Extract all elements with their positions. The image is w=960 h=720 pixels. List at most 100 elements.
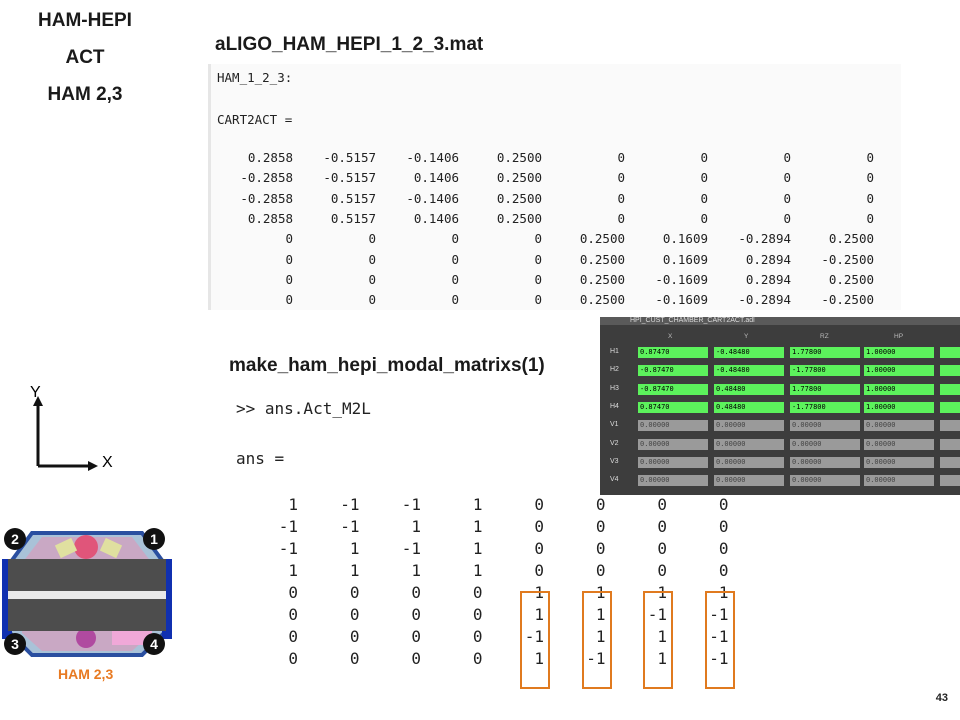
matrix-cell: 1 <box>411 517 421 536</box>
epics-value-field[interactable]: 0.00000 <box>864 475 934 487</box>
matrix-cell: 0 <box>595 495 606 514</box>
matrix-cell: 0 <box>349 649 360 668</box>
epics-value-field[interactable]: 0.87470 <box>638 401 708 413</box>
epics-value-field[interactable]: 1.77800 <box>790 383 860 395</box>
matrix-cell: 0 <box>866 150 874 165</box>
epics-value-field[interactable]: 1.00000 <box>864 365 934 377</box>
epics-value-field[interactable]: 0.00000 <box>714 420 784 432</box>
epics-value-field[interactable]: -0.87470 <box>638 365 708 377</box>
matrix-cell: 0 <box>411 583 421 602</box>
matrix-cell: -1 <box>340 517 360 536</box>
epics-value-field-clipped[interactable] <box>940 456 960 468</box>
matrix-cell: -1 <box>709 605 729 624</box>
matrix-cell: 0 <box>451 231 459 247</box>
matrix-cell: 0.2500 <box>828 231 874 247</box>
matrix-cell: 0 <box>657 561 667 580</box>
epics-value-field[interactable]: -0.48480 <box>714 365 784 377</box>
epics-value-field[interactable]: 0.48480 <box>714 383 784 395</box>
matrix-cell: 1 <box>534 649 544 668</box>
matrix-cell: 1 <box>472 495 483 514</box>
epics-value-field[interactable]: 0.00000 <box>790 456 860 468</box>
matrix-cell: 0 <box>700 210 708 226</box>
matrix-cell: -0.2894 <box>738 292 791 308</box>
matrix-cell: 0 <box>411 627 421 646</box>
epics-value-field[interactable]: -1.77800 <box>790 365 860 377</box>
epics-value-field[interactable]: 0.00000 <box>864 456 934 468</box>
chamber-label: HAM 2,3 <box>58 666 114 682</box>
matrix-cell: 0 <box>700 150 708 165</box>
epics-value-field-clipped[interactable] <box>940 420 960 432</box>
epics-value-field[interactable]: 0.00000 <box>638 438 708 450</box>
matrix-cell: 0 <box>534 561 544 580</box>
matrix-cell: 1 <box>472 517 483 536</box>
matrix-cell: 0 <box>472 627 483 646</box>
epics-value-field-clipped[interactable] <box>940 365 960 377</box>
epics-value-field[interactable]: 1.00000 <box>864 383 934 395</box>
epics-value-field-clipped[interactable] <box>940 475 960 487</box>
epics-value-field[interactable]: 0.00000 <box>790 420 860 432</box>
epics-value-field[interactable]: -0.87470 <box>638 383 708 395</box>
epics-value-field-clipped[interactable] <box>940 438 960 450</box>
epics-value-field[interactable]: 0.00000 <box>790 438 860 450</box>
epics-value-field[interactable]: 0.00000 <box>638 456 708 468</box>
matrix-cell: 0 <box>534 271 542 287</box>
matrix-cell: -0.5157 <box>323 170 376 186</box>
ham-chamber-diagram: 2 1 3 4 <box>2 523 172 663</box>
matrix-cell: 0 <box>411 649 421 668</box>
epics-value-field-clipped[interactable] <box>940 347 960 358</box>
epics-value-field[interactable]: 0.87470 <box>638 347 708 358</box>
matrix-cell: -0.2894 <box>738 231 791 247</box>
matrix-cell: 0 <box>534 231 542 247</box>
matrix-cell: 0.2500 <box>828 271 874 287</box>
matrix-cell: 0.1406 <box>413 210 459 226</box>
matrix-cell: 0 <box>657 495 667 514</box>
epics-value-field-clipped[interactable] <box>940 383 960 395</box>
epics-value-field[interactable]: 0.00000 <box>638 475 708 487</box>
epics-value-field[interactable]: 1.00000 <box>864 347 934 358</box>
title-line: ACT <box>65 47 105 68</box>
matrix-cell: 0.2500 <box>579 251 625 267</box>
epics-value-field[interactable]: -1.77800 <box>790 401 860 413</box>
matrix-cell: 0 <box>718 495 729 514</box>
epics-value-field[interactable]: 0.00000 <box>638 420 708 432</box>
matrix-cell: 0.2500 <box>496 150 542 165</box>
matrix-cell: 0 <box>617 210 625 226</box>
title-line: HAM 2,3 <box>47 84 123 105</box>
matrix-cell: -1 <box>647 605 667 624</box>
epics-value-field[interactable]: 1.77800 <box>790 347 860 358</box>
matrix-cell: 0 <box>595 517 606 536</box>
epics-row-label: H1 <box>610 348 619 355</box>
matrix-cell: 0 <box>451 251 459 267</box>
matrix-cell: 0 <box>534 292 542 308</box>
column-highlight-box <box>520 591 550 689</box>
epics-value-field[interactable]: 0.00000 <box>790 475 860 487</box>
epics-value-field[interactable]: -0.48480 <box>714 347 784 358</box>
epics-value-field[interactable]: 0.00000 <box>714 475 784 487</box>
matrix-cell: -1 <box>278 517 298 536</box>
matrix-cell: 0.1406 <box>413 170 459 186</box>
epics-value-field-clipped[interactable] <box>940 401 960 413</box>
epics-value-field[interactable]: 0.00000 <box>714 456 784 468</box>
matrix-cell: 0 <box>595 539 606 558</box>
matrix-cell: 0 <box>285 231 293 247</box>
matrix-cell: 0 <box>783 210 791 226</box>
matrix-cell: -0.1609 <box>655 271 708 287</box>
matrix-cell: 0 <box>472 649 483 668</box>
matrix-cell: 0 <box>368 271 376 287</box>
xy-axes: Y X <box>30 384 140 478</box>
matrix-cell: 0 <box>472 605 483 624</box>
matrix-cell: 0.2894 <box>745 251 791 267</box>
matrix-cell: 0 <box>866 170 874 186</box>
epics-value-field[interactable]: 0.00000 <box>864 420 934 432</box>
epics-value-field[interactable]: 0.00000 <box>714 438 784 450</box>
matrix-cell: 0.5157 <box>330 210 376 226</box>
matrix-cell: 0 <box>368 231 376 247</box>
epics-value-field[interactable]: 0.00000 <box>864 438 934 450</box>
matrix-cell: -1 <box>401 495 421 514</box>
matrix-cell: 0 <box>368 251 376 267</box>
epics-value-field[interactable]: 1.00000 <box>864 401 934 413</box>
matrix-cell: 1 <box>657 649 667 668</box>
epics-value-field[interactable]: 0.48480 <box>714 401 784 413</box>
matrix-cell: 0.2500 <box>496 210 542 226</box>
